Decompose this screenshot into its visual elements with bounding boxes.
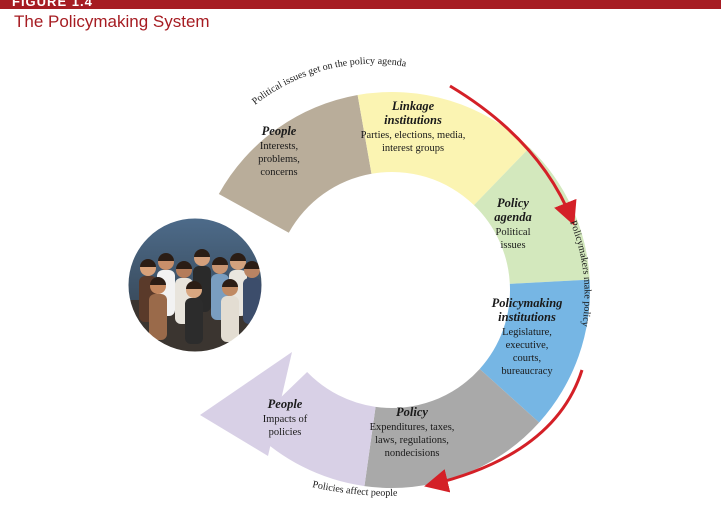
flow-arrow-top	[449, 84, 577, 226]
figure-header-bar: FIGURE 1.4	[0, 0, 721, 9]
segment-title: agenda	[494, 210, 532, 224]
segment-body-line: policies	[269, 427, 302, 438]
segment-title: Policymaking	[492, 296, 563, 310]
segment-body-line: interest groups	[382, 143, 444, 154]
segment-body-line: issues	[500, 240, 525, 251]
segment-agenda	[473, 147, 590, 284]
crowd-figure-hair	[230, 253, 246, 261]
crowd-figure-hair	[244, 261, 260, 269]
segment-body-line: concerns	[260, 167, 297, 178]
segment-body-line: problems,	[258, 154, 300, 165]
crowd-photo	[128, 218, 262, 352]
crowd-figure-hair	[140, 259, 156, 267]
segment-body-line: Legislature,	[502, 327, 552, 338]
segment-linkage	[357, 91, 530, 206]
crowd-figure-body	[149, 294, 167, 340]
segment-body-line: Parties, elections, media,	[361, 130, 466, 141]
segment-title: People	[268, 397, 303, 411]
segment-title: People	[262, 124, 297, 138]
segment-body-line: executive,	[506, 340, 549, 351]
crowd-figure-hair	[176, 261, 192, 269]
segment-title: Linkage	[391, 99, 435, 113]
segment-body-line: bureaucracy	[501, 366, 553, 377]
segment-institutions	[479, 279, 590, 423]
segment-body-line: nondecisions	[385, 448, 440, 459]
segment-people-top	[218, 95, 372, 233]
crowd-figure-hair	[150, 277, 166, 285]
crowd-figure-hair	[194, 249, 210, 257]
flow-arrow-bottom	[424, 369, 584, 493]
segment-body-line: Expenditures, taxes,	[370, 422, 455, 433]
crowd-figure-hair	[212, 257, 228, 265]
figure-title: The Policymaking System	[14, 12, 210, 31]
crowd-figure-body	[243, 278, 261, 324]
segment-title: Policy	[497, 196, 529, 210]
segment-title: institutions	[498, 310, 556, 324]
crowd-figure-hair	[222, 279, 238, 287]
segment-title: Policy	[396, 405, 428, 419]
segment-policy	[364, 368, 540, 488]
segment-body-line: laws, regulations,	[375, 435, 449, 446]
crowd-figure-hair	[158, 253, 174, 261]
segment-body-line: Political	[496, 227, 531, 238]
crowd-figure-body	[185, 298, 203, 344]
segment-body-line: Impacts of	[263, 414, 308, 425]
cycle-arrowhead	[200, 352, 292, 456]
segment-people-bottom	[249, 371, 376, 487]
segment-body-line: Interests,	[260, 141, 298, 152]
segment-title: institutions	[384, 113, 442, 127]
figure-label: FIGURE 1.4	[12, 0, 93, 9]
crowd-figure-hair	[186, 281, 202, 289]
crowd-figure-body	[221, 296, 239, 342]
segment-body-line: courts,	[513, 353, 541, 364]
